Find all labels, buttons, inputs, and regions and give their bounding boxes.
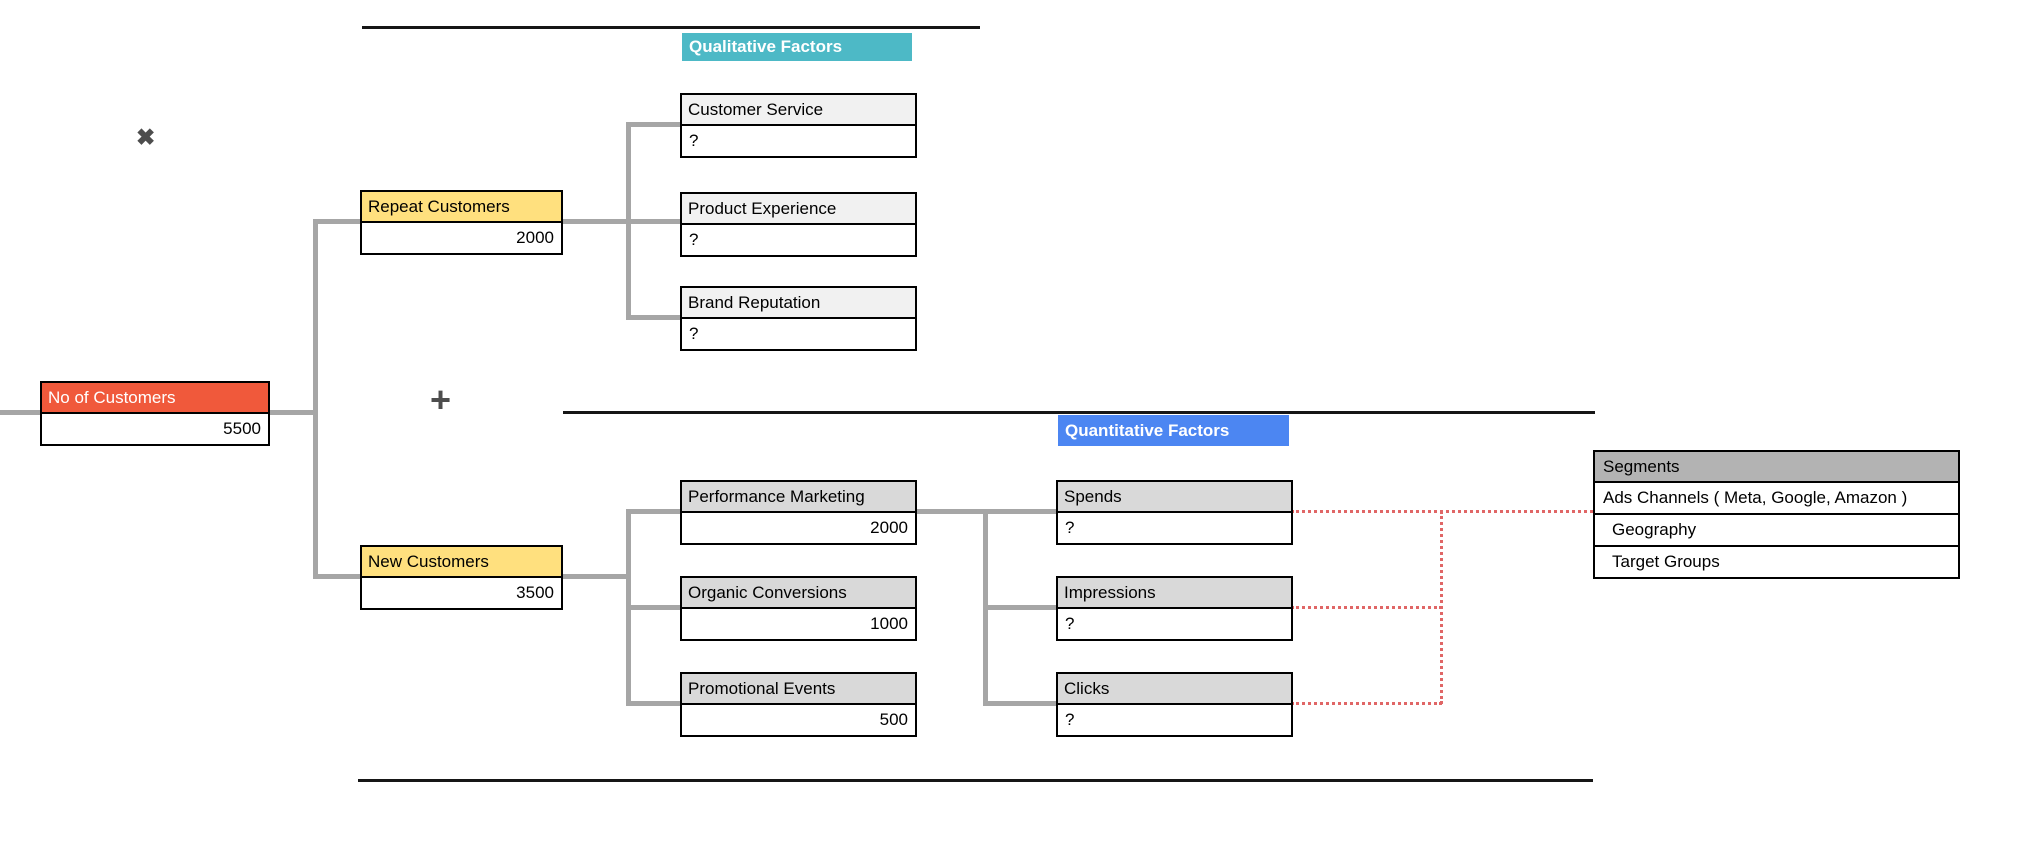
node-spends[interactable]: Spends ? xyxy=(1056,480,1293,545)
node-value: 500 xyxy=(682,705,915,735)
guide-line-bottom xyxy=(358,779,1593,782)
node-header: Spends xyxy=(1058,482,1291,513)
node-value: 2000 xyxy=(682,513,915,543)
node-clicks[interactable]: Clicks ? xyxy=(1056,672,1293,737)
node-header: New Customers xyxy=(362,547,561,578)
connector-line xyxy=(313,219,318,579)
node-value: 3500 xyxy=(362,578,561,608)
node-product-experience[interactable]: Product Experience ? xyxy=(680,192,917,257)
segments-table[interactable]: Segments Ads Channels ( Meta, Google, Am… xyxy=(1593,450,1960,579)
node-impressions[interactable]: Impressions ? xyxy=(1056,576,1293,641)
node-value: ? xyxy=(1058,513,1291,543)
connector-line xyxy=(626,509,682,514)
connector-line xyxy=(911,509,988,514)
connector-line xyxy=(313,219,362,224)
node-header: Promotional Events xyxy=(682,674,915,705)
node-organic-conversions[interactable]: Organic Conversions 1000 xyxy=(680,576,917,641)
connector-line xyxy=(268,410,318,415)
segments-header: Segments xyxy=(1595,452,1958,483)
node-value: ? xyxy=(1058,609,1291,639)
segment-link-dotted xyxy=(1291,702,1442,705)
connector-line xyxy=(983,509,1058,514)
qualitative-factors-tag[interactable]: Qualitative Factors xyxy=(682,33,912,61)
node-value: ? xyxy=(682,319,915,349)
node-header: Organic Conversions xyxy=(682,578,915,609)
connector-line xyxy=(626,122,682,127)
connector-line xyxy=(626,701,682,706)
node-header: Product Experience xyxy=(682,194,915,225)
connector-line xyxy=(983,701,1058,706)
node-new-customers[interactable]: New Customers 3500 xyxy=(360,545,563,610)
node-brand-reputation[interactable]: Brand Reputation ? xyxy=(680,286,917,351)
segment-link-dotted xyxy=(1440,511,1443,704)
node-customer-service[interactable]: Customer Service ? xyxy=(680,93,917,158)
node-header: No of Customers xyxy=(42,383,268,414)
node-value: 1000 xyxy=(682,609,915,639)
guide-line-middle xyxy=(563,411,1595,414)
node-value: 5500 xyxy=(42,414,268,444)
guide-line-top xyxy=(362,26,980,29)
node-no-of-customers[interactable]: No of Customers 5500 xyxy=(40,381,270,446)
connector-line xyxy=(626,315,682,320)
node-promotional-events[interactable]: Promotional Events 500 xyxy=(680,672,917,737)
segment-row-geography: Geography xyxy=(1595,515,1958,547)
node-header: Brand Reputation xyxy=(682,288,915,319)
segment-link-dotted xyxy=(1291,606,1442,609)
node-header: Repeat Customers xyxy=(362,192,561,223)
connector-line xyxy=(561,219,682,224)
node-header: Impressions xyxy=(1058,578,1291,609)
segment-row-target-groups: Target Groups xyxy=(1612,552,1720,571)
node-header: Clicks xyxy=(1058,674,1291,705)
connector-line xyxy=(983,605,1058,610)
node-value: 2000 xyxy=(362,223,561,253)
node-value: ? xyxy=(1058,705,1291,735)
multiply-symbol[interactable]: ✖ xyxy=(136,124,156,150)
node-value: ? xyxy=(682,126,915,156)
connector-line xyxy=(313,574,362,579)
node-performance-marketing[interactable]: Performance Marketing 2000 xyxy=(680,480,917,545)
node-value: ? xyxy=(682,225,915,255)
quantitative-factors-tag[interactable]: Quantitative Factors xyxy=(1058,415,1289,446)
connector-line xyxy=(626,122,631,320)
node-repeat-customers[interactable]: Repeat Customers 2000 xyxy=(360,190,563,255)
node-header: Customer Service xyxy=(682,95,915,126)
connector-line xyxy=(0,410,42,415)
connector-line xyxy=(561,574,631,579)
segment-row-ads-channels: Ads Channels ( Meta, Google, Amazon ) xyxy=(1595,483,1958,515)
connector-line xyxy=(626,605,682,610)
plus-symbol[interactable]: + xyxy=(430,379,452,420)
node-header: Performance Marketing xyxy=(682,482,915,513)
